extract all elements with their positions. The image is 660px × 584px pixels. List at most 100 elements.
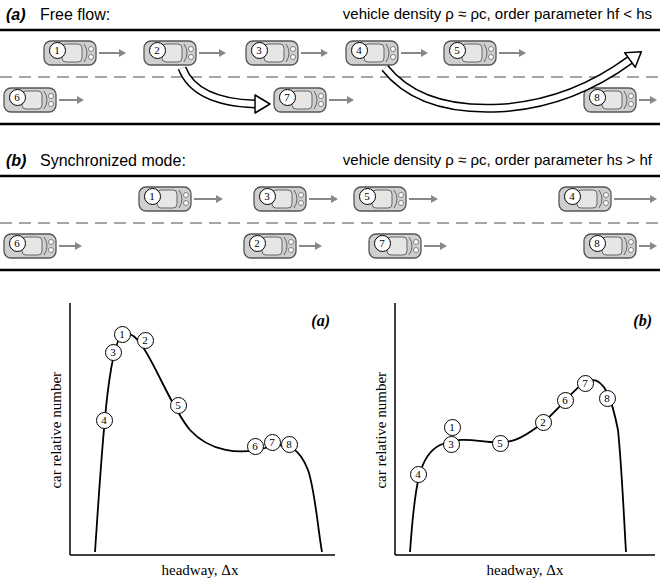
car <box>584 88 657 112</box>
callout-number: 1 <box>54 45 60 56</box>
motion-arrow <box>301 52 321 54</box>
lane-change-arrow <box>385 52 641 109</box>
callout-circle: 1 <box>444 419 461 436</box>
lane-divider <box>0 76 660 78</box>
axis-label: car relative number <box>48 372 65 489</box>
car-headlight <box>89 47 94 52</box>
callout-circle: 7 <box>264 434 281 451</box>
car-headlight <box>184 193 189 198</box>
panel-condition: vehicle density ρ ≈ ρc, order parameter … <box>343 6 652 23</box>
car-windshield <box>179 190 182 208</box>
callout-number: 4 <box>415 469 421 480</box>
car-headlight <box>49 248 54 253</box>
callout-circle: 7 <box>279 89 296 106</box>
callout-circle: 8 <box>281 436 298 453</box>
callout-number: 4 <box>356 45 362 56</box>
car-headlight <box>289 248 294 253</box>
car <box>244 234 322 258</box>
callout-number: 7 <box>582 378 588 389</box>
callout-circle: 2 <box>149 42 166 59</box>
callout-number: 6 <box>14 92 20 103</box>
callout-number: 5 <box>175 400 181 411</box>
motion-arrow <box>424 245 440 247</box>
car <box>139 187 223 211</box>
car-windshield <box>44 237 47 255</box>
callout-number: 2 <box>154 45 160 56</box>
lane-change-arrow <box>182 68 270 113</box>
car-windshield <box>599 190 602 208</box>
callout-circle: 2 <box>535 414 552 431</box>
callout-circle: 6 <box>247 438 264 455</box>
graph-label: (b) <box>633 312 652 330</box>
car-body <box>144 41 196 65</box>
car-headlight <box>319 102 324 107</box>
callout-circle: 7 <box>374 235 391 252</box>
car-headlight <box>629 102 634 107</box>
car-body <box>369 234 421 258</box>
callout-circle: 1 <box>49 42 66 59</box>
car-headlight <box>49 94 54 99</box>
panel-title: Synchronized mode: <box>40 152 186 170</box>
callout-circle: 2 <box>249 235 266 252</box>
car-headlight <box>414 248 419 253</box>
motion-arrowhead <box>650 195 657 203</box>
motion-arrow <box>401 52 421 54</box>
car-body <box>354 187 406 211</box>
motion-arrow <box>194 198 216 200</box>
car-headlight <box>291 55 296 60</box>
car-windshield <box>284 237 287 255</box>
motion-arrow <box>329 99 347 101</box>
car <box>584 234 657 258</box>
motion-arrowhead <box>431 195 438 203</box>
callout-number: 5 <box>497 438 503 449</box>
callout-number: 6 <box>252 441 258 452</box>
callout-number: 2 <box>540 417 546 428</box>
car <box>346 41 428 65</box>
distribution-curve <box>95 333 322 552</box>
car-headlight <box>291 47 296 52</box>
motion-arrowhead <box>119 49 126 57</box>
car-windshield <box>184 44 187 62</box>
motion-arrow <box>409 198 431 200</box>
callout-number: 5 <box>454 45 460 56</box>
car-headlight <box>489 55 494 60</box>
car-windshield <box>484 44 487 62</box>
car-headlight <box>399 193 404 198</box>
callout-circle: 5 <box>170 397 187 414</box>
car-windshield <box>286 44 289 62</box>
callout-circle: 5 <box>449 42 466 59</box>
car-body <box>4 88 56 112</box>
car-windshield <box>84 44 87 62</box>
car-headlight <box>49 102 54 107</box>
car-headlight <box>414 240 419 245</box>
callout-number: 7 <box>284 92 290 103</box>
car <box>369 234 447 258</box>
car-headlight <box>189 47 194 52</box>
car <box>559 187 657 211</box>
road-edge <box>0 29 660 32</box>
panel-condition: vehicle density ρ ≈ ρc, order parameter … <box>343 152 652 169</box>
car-body <box>274 88 326 112</box>
car-body <box>246 41 298 65</box>
car-headlight <box>629 248 634 253</box>
motion-arrowhead <box>519 49 526 57</box>
callout-number: 8 <box>594 92 600 103</box>
car-body <box>444 41 496 65</box>
callout-number: 2 <box>142 335 148 346</box>
callout-circle: 4 <box>96 412 113 429</box>
car-headlight <box>184 201 189 206</box>
x-axis <box>395 554 655 556</box>
callout-circle: 6 <box>9 235 26 252</box>
callout-number: 3 <box>256 45 262 56</box>
callout-circle: 5 <box>359 188 376 205</box>
callout-circle: 3 <box>105 344 122 361</box>
car-body <box>139 187 191 211</box>
motion-arrow <box>499 52 519 54</box>
callout-circle: 1 <box>114 326 131 343</box>
callout-number: 1 <box>119 329 125 340</box>
car-body <box>244 234 296 258</box>
motion-arrowhead <box>440 242 447 250</box>
car-headlight <box>299 201 304 206</box>
callout-circle: 8 <box>589 235 606 252</box>
motion-arrowhead <box>219 49 226 57</box>
